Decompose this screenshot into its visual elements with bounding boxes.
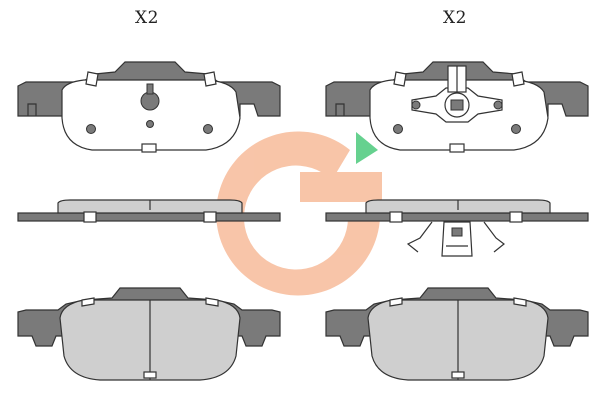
pad-back-view-left bbox=[17, 61, 281, 153]
pad-friction-view-right bbox=[325, 287, 589, 381]
pad-side-view-right bbox=[325, 199, 589, 257]
logo-watermark bbox=[216, 131, 382, 296]
pad-back-view-right bbox=[325, 61, 589, 153]
quantity-label-right: X2 bbox=[443, 8, 467, 28]
quantity-label-left: X2 bbox=[135, 8, 159, 28]
pad-friction-view-left bbox=[17, 287, 281, 381]
pad-side-view-left bbox=[17, 199, 281, 223]
